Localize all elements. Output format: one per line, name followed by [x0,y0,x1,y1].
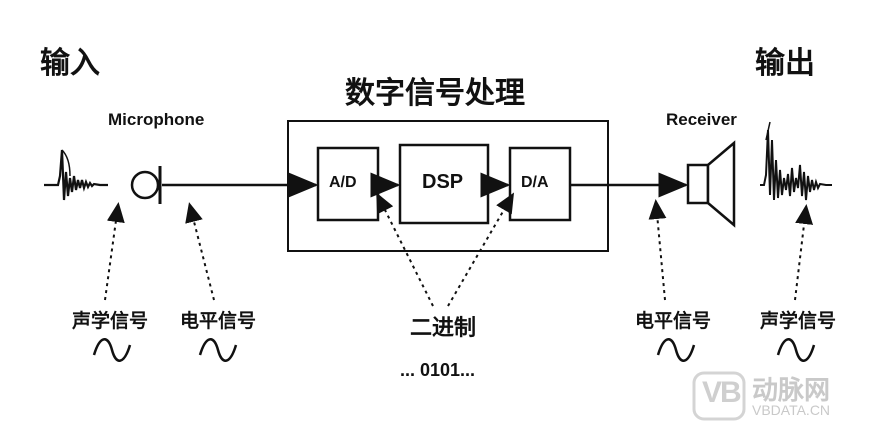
microphone-label: Microphone [108,110,205,129]
receiver-label: Receiver [666,110,737,129]
pointer-acoustic-left [104,202,125,301]
sine-wave-icon [656,338,696,362]
waveform-output-icon [760,121,832,201]
dsp-block [398,143,490,225]
pointer-acoustic-right [794,204,814,301]
sine-wave-icon [198,338,238,362]
watermark-logo [692,371,746,421]
diagram-title: 数字信号处理 [345,76,525,111]
ad-label: A/D [329,174,357,191]
binary-digits: ... 0101... [400,360,476,380]
pointer-binary-da [447,192,515,307]
sine-wave-icon [92,338,132,362]
da-label: D/A [521,174,549,191]
sine-wave-icon [776,338,816,362]
acoustic-signal-label-right: 声学信号 [760,310,837,332]
microphone-icon [130,166,162,204]
output-label: 输出 [755,46,815,81]
watermark-name: 动脉网 [752,376,831,406]
electrical-signal-label-right: 电平信号 [635,310,712,332]
pointer-electrical-right [648,199,667,301]
speaker-icon [686,140,736,228]
electrical-signal-label-left: 电平信号 [180,310,257,332]
binary-label: 二进制 [410,316,477,341]
dsp-label: DSP [422,171,464,193]
waveform-input-icon [44,149,108,201]
acoustic-signal-label-left: 声学信号 [72,310,149,332]
watermark-logo-letters: VB [702,376,742,409]
watermark-site: VBDATA.CN [752,402,831,418]
pointer-electrical-left [185,202,215,301]
input-label: 输入 [40,46,100,81]
